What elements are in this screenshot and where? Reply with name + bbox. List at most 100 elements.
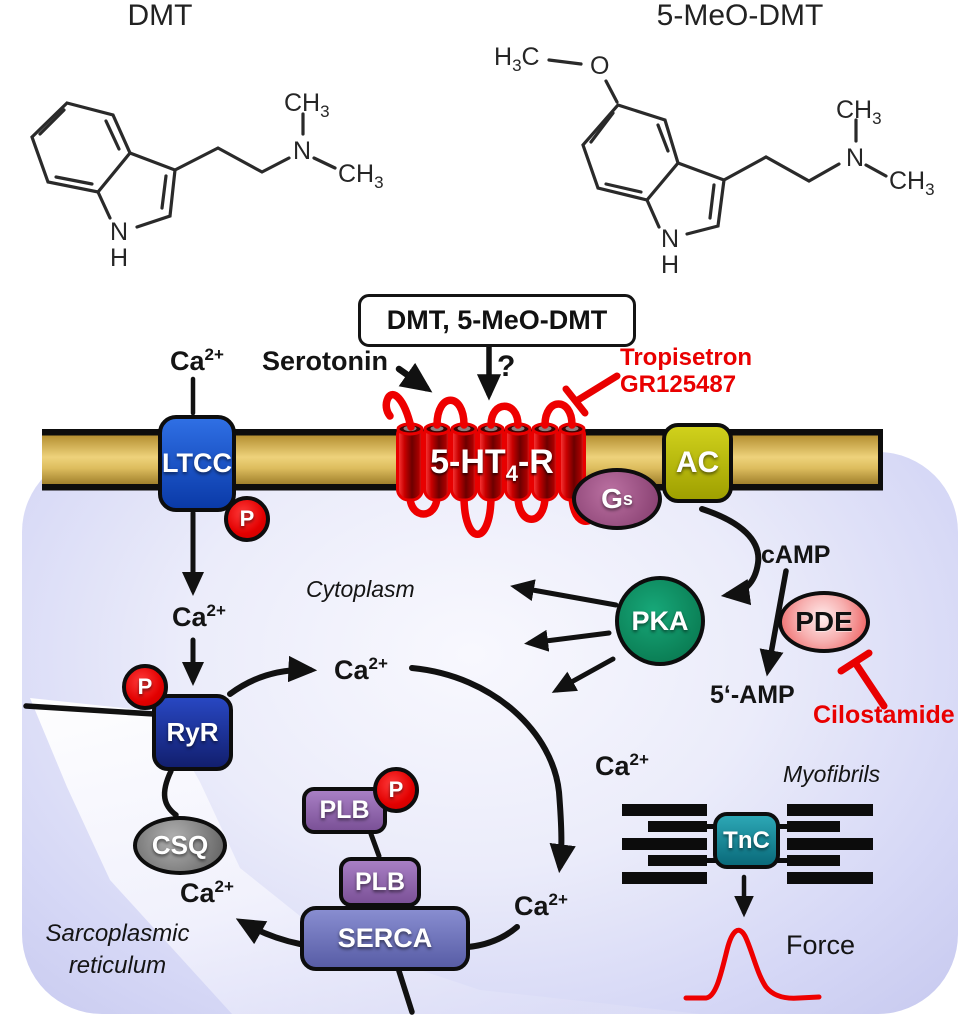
phospho-badge-plb: P: [373, 767, 419, 813]
meo-ring-h: H: [661, 251, 680, 279]
arrow-pka-target-3: [551, 656, 616, 693]
gs-label: G: [601, 483, 623, 514]
receptor-n-terminal-tail: [382, 391, 415, 431]
sarcoplasmic-reticulum-region: [30, 698, 700, 1014]
arrow-pka-target-2: [524, 629, 612, 652]
tropisetron-inhibit-line: [574, 372, 621, 404]
methoxy-bonds: [547, 58, 619, 104]
ca-label-myofibril: Ca2+: [595, 750, 649, 781]
meo-dmt-structure: [547, 58, 888, 236]
meo-dmt-title: 5-MeO-DMT: [656, 0, 824, 32]
ryr-channel: RyR: [152, 694, 233, 771]
receptor-extracellular-loops: [382, 391, 576, 431]
benzene-double-bonds: [589, 111, 670, 194]
meo-ring-n: N: [661, 225, 680, 253]
dmt-amine-n: N: [293, 137, 312, 165]
gs-sub: s: [622, 488, 633, 509]
receptor-5ht4-label: 5-HT4-R: [430, 443, 554, 486]
dmt-ch3-right: CH3: [338, 160, 384, 192]
meo-h3c: H3C: [494, 43, 540, 75]
5amp-label: 5‘-AMP: [710, 681, 795, 709]
serca-pump: SERCA: [300, 906, 470, 971]
pyrrole-ring: [96, 151, 177, 229]
cilostamide-label: Cilostamide: [813, 701, 955, 729]
cilostamide-inhibit-cap: [837, 649, 873, 675]
ca-label-reuptake: Ca2+: [514, 890, 568, 921]
pde-label: PDE: [795, 606, 853, 637]
cilostamide-inhibit-line: [852, 660, 888, 710]
phospho-badge-ryr: P: [122, 664, 168, 710]
pde-enzyme: PDE: [778, 591, 870, 653]
arc-ca-to-serca: [465, 924, 520, 950]
adenylyl-cyclase: AC: [662, 423, 733, 503]
arrow-ryr-release: [227, 655, 318, 697]
ca-label-subsarcolemmal: Ca2+: [172, 601, 226, 632]
inhibition-symbols: [562, 372, 888, 710]
question-mark: ?: [497, 350, 516, 383]
ryr-label: RyR: [166, 717, 219, 747]
p-label: P: [239, 506, 255, 531]
tropisetron-label: Tropisetron: [620, 344, 753, 371]
sr-label-line1: Sarcoplasmic: [45, 920, 190, 947]
dmt-title: DMT: [127, 0, 193, 32]
plb-protein: PLB: [339, 857, 421, 907]
sr-line-left: [23, 703, 157, 717]
serotonin-label: Serotonin: [262, 346, 388, 376]
p-label: P: [388, 777, 404, 802]
dmt-structure: [30, 101, 337, 229]
n-methyl-bonds: [854, 118, 888, 178]
serca-label: SERCA: [337, 923, 433, 953]
ethylamine-chain: [722, 155, 841, 183]
pka-label: PKA: [631, 605, 689, 636]
csq-label: CSQ: [151, 830, 209, 860]
csq-protein: CSQ: [133, 816, 227, 875]
ca-label-sr-lumen: Ca2+: [180, 877, 234, 908]
plb-label: PLB: [319, 796, 370, 824]
gr125487-label: GR125487: [620, 371, 737, 398]
force-label: Force: [786, 930, 856, 960]
arrow-serotonin-to-receptor: [395, 362, 433, 393]
ca-label-extracellular: Ca2+: [170, 345, 224, 376]
tm-helix: [450, 422, 478, 502]
signal-arrows: [182, 339, 789, 950]
tnc-label: TnC: [723, 826, 770, 854]
phospho-badge-ltcc: P: [224, 496, 270, 542]
sr-membrane-lines: [23, 703, 415, 1015]
benzene-ring: [30, 101, 132, 194]
ltcc-label: LTCC: [162, 448, 232, 478]
force-transient-curve: [683, 927, 822, 1001]
plb-label: PLB: [355, 867, 405, 896]
myofibril-filaments: [622, 804, 873, 884]
pyrrole-ring: [645, 161, 726, 236]
cytoplasm-label: Cytoplasm: [306, 576, 415, 602]
myofibrils-label: Myofibrils: [783, 761, 881, 787]
meo-ch3-top: CH3: [836, 96, 882, 128]
benzene-ring: [581, 103, 680, 202]
ryr-csq-tether: [161, 768, 179, 818]
camp-label: cAMP: [761, 541, 831, 569]
sr-line-bottom: [396, 968, 415, 1015]
membrane-right-cap: [878, 429, 883, 490]
arrow-ac-camp-to-pka: [699, 506, 762, 606]
dmt-ring-n: N: [110, 218, 129, 246]
ligand-box: DMT, 5-MeO-DMT: [358, 294, 636, 347]
tnc-protein: TnC: [713, 812, 780, 869]
meo-o: O: [590, 52, 610, 80]
benzene-double-bonds: [38, 108, 121, 186]
n-methyl-bonds: [301, 112, 337, 170]
ca-label-released: Ca2+: [334, 654, 388, 685]
meo-ch3-right: CH3: [889, 167, 935, 199]
plb-phosphorylated: PLB: [302, 787, 387, 834]
receptor-intracellular-loops: [406, 492, 599, 538]
p-label: P: [137, 674, 153, 699]
dmt-ring-h: H: [110, 244, 129, 272]
arrow-ca-descend: [409, 665, 576, 874]
ethylamine-chain: [173, 146, 291, 174]
arrow-serca-to-sr: [235, 918, 303, 947]
sr-label-line2: reticulum: [68, 952, 167, 979]
ltcc-channel: LTCC: [158, 415, 236, 512]
tropisetron-inhibit-cap: [562, 385, 589, 417]
tm-helix: [477, 422, 505, 502]
